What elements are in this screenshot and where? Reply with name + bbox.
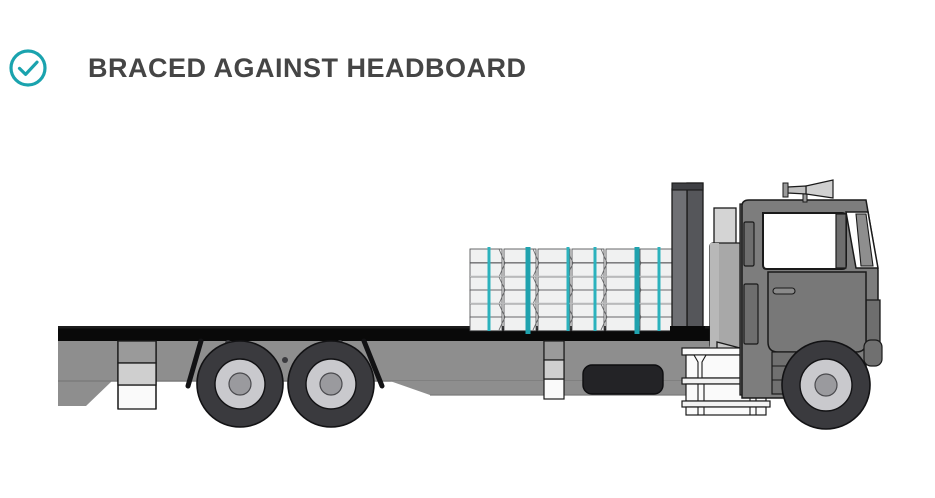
bundle-column [605, 248, 639, 332]
bundle-column [639, 248, 673, 332]
strap [566, 247, 570, 331]
headboard [670, 182, 705, 341]
strap [634, 247, 640, 334]
front-wheel [781, 340, 871, 430]
mid-step-ladder [543, 340, 565, 400]
bundle-column [503, 248, 537, 332]
check-circle-icon [8, 48, 48, 88]
header: BRACED AGAINST HEADBOARD [0, 38, 935, 100]
strap [593, 247, 597, 331]
bundle-column [469, 248, 503, 332]
bundle-column [571, 248, 605, 332]
rear-step-ladder [117, 340, 157, 410]
strap [657, 247, 661, 331]
strap [525, 247, 531, 334]
tie-down-straps [487, 247, 661, 334]
air-horn [782, 179, 834, 203]
page-title: BRACED AGAINST HEADBOARD [88, 53, 527, 83]
rear-wheel-aft [196, 340, 284, 428]
rear-wheel-forward [287, 340, 375, 428]
bundle-column [537, 248, 571, 332]
banded-bundle-stack [469, 248, 673, 332]
strap [487, 247, 491, 331]
underdeck-toolbox [582, 364, 664, 395]
